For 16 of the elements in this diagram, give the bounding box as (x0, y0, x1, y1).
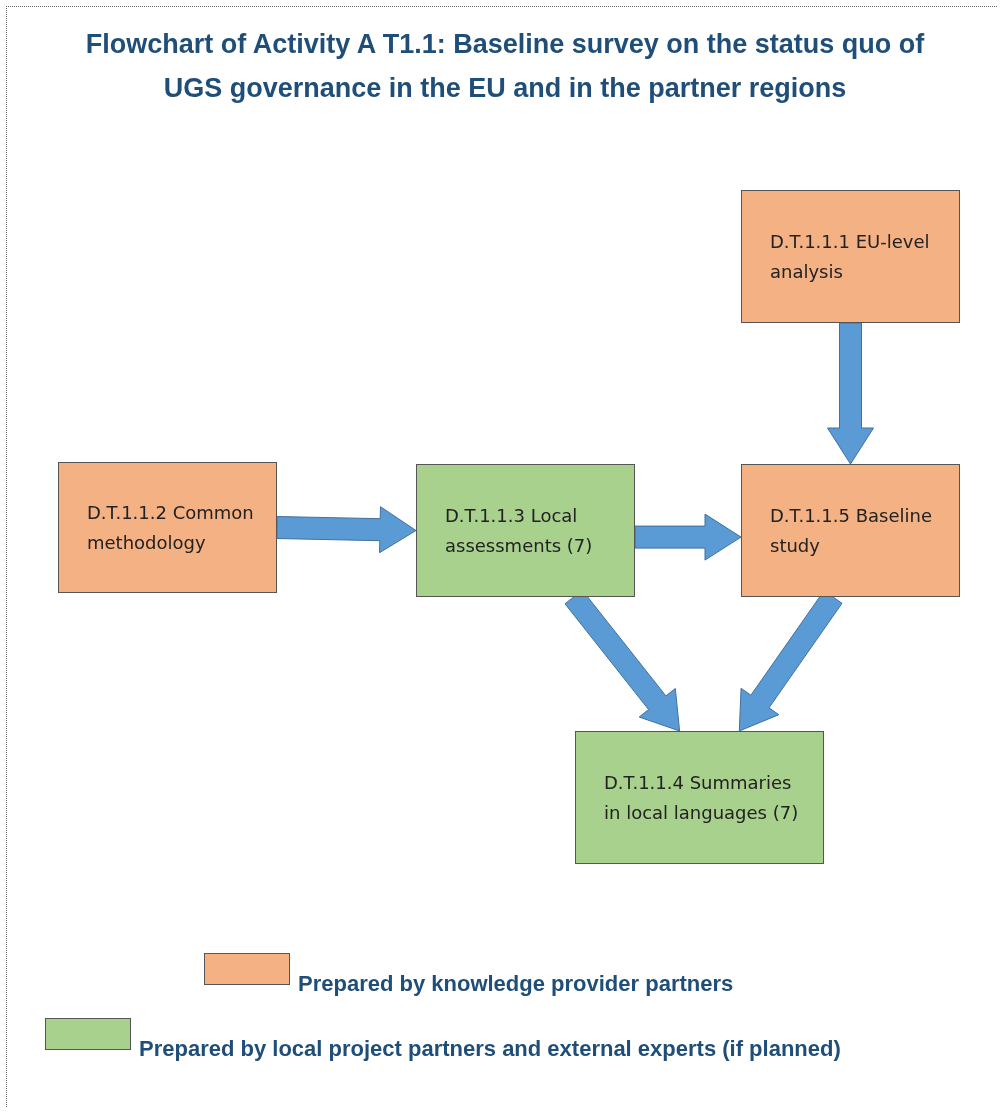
legend-label: Prepared by knowledge provider partners (298, 971, 734, 997)
process-box (416, 464, 635, 597)
process-box (741, 190, 960, 323)
process-box (575, 731, 824, 864)
box-label: D.T.1.1.4 Summaries in local languages (7) (604, 770, 800, 825)
diagram-title: Flowchart of Activity A T1.1: Baseline survey on the status quo of UGS governance in the EU and in the partner regions (84, 28, 926, 105)
process-box (58, 462, 277, 593)
process-box (741, 464, 960, 597)
box-label: D.T.1.1.2 Common methodology (87, 500, 255, 555)
box-label: D.T.1.1.3 Local assessments (7) (445, 503, 594, 558)
box-label: D.T.1.1.1 EU-level analysis (770, 229, 931, 284)
block-arrow (827, 322, 874, 465)
block-arrow (276, 506, 417, 554)
legend-label: Prepared by local project partners and external experts (if planned) (139, 1036, 841, 1062)
block-arrow (634, 513, 742, 561)
box-label: D.T.1.1.5 Baseline study (770, 503, 933, 558)
